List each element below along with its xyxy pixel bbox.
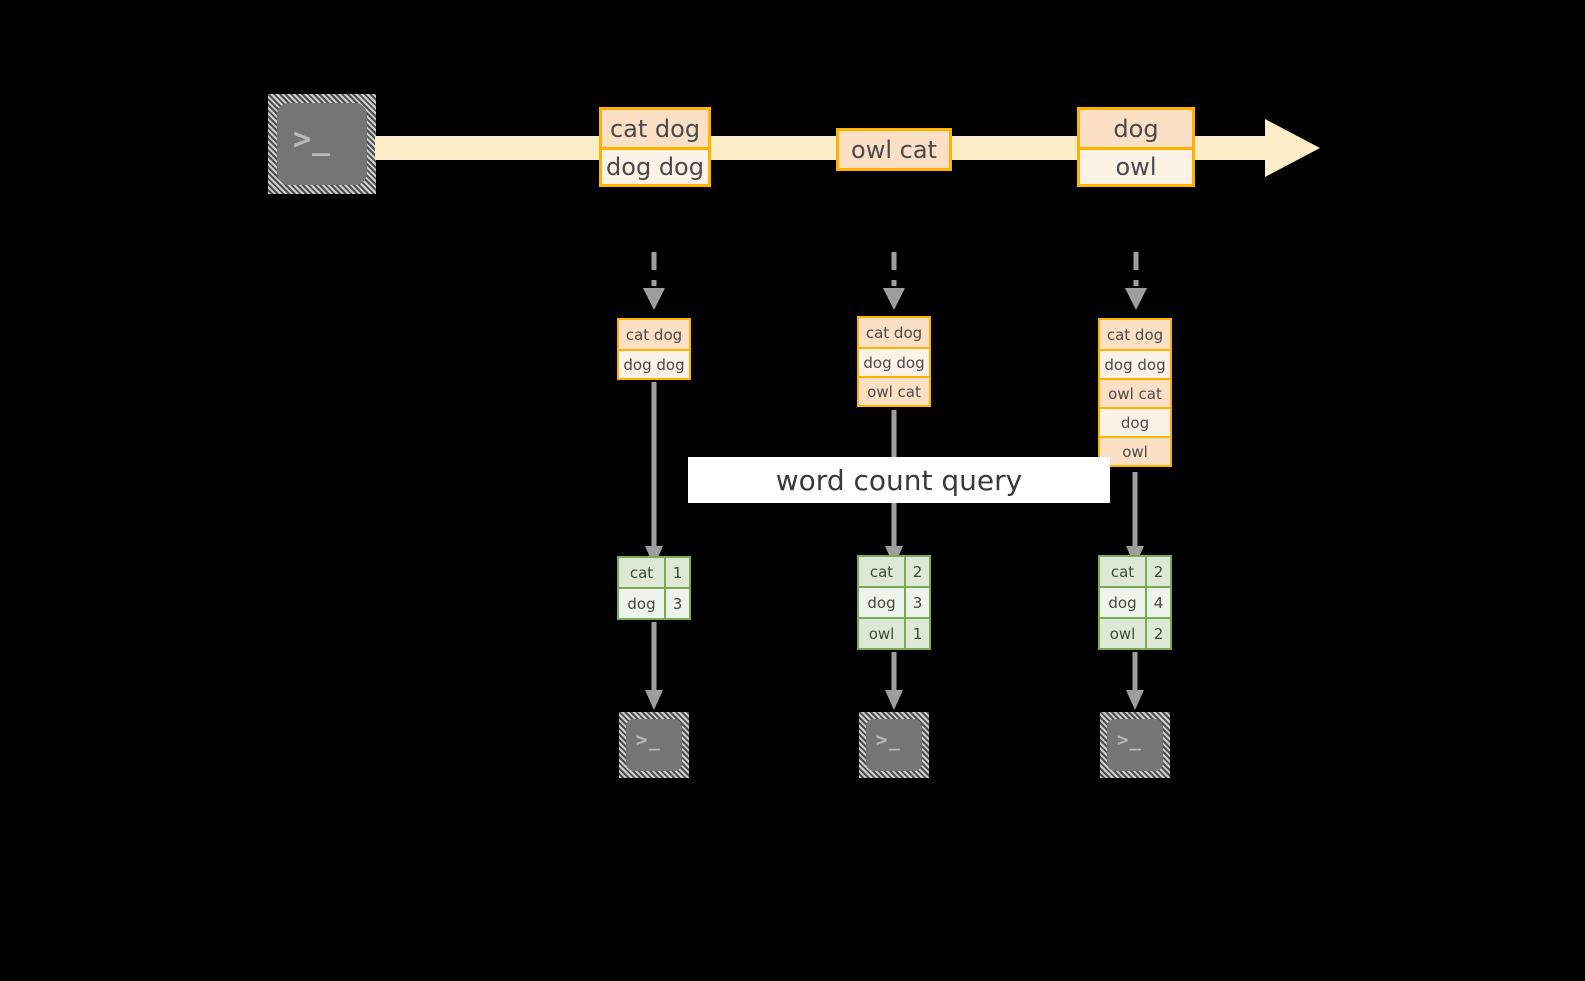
sink-terminal-t2-icon: >_	[859, 712, 929, 778]
result-row: owl 1	[859, 617, 929, 648]
accumulated-row: dog dog	[619, 349, 689, 378]
terminal-prompt-glyph: >_	[876, 729, 901, 751]
result-value: 1	[904, 619, 929, 648]
result-table-t2[interactable]: cat 2 dog 3 owl 1	[857, 555, 931, 650]
source-terminal-icon: >_	[268, 94, 376, 194]
sink-arrow-t1-icon	[645, 622, 663, 710]
result-key: owl	[1100, 619, 1145, 648]
stream-record-batch-2[interactable]: owl cat	[836, 128, 952, 171]
accumulated-row: cat dog	[1100, 320, 1170, 349]
accumulated-row: cat dog	[859, 318, 929, 347]
terminal-body: >_	[626, 719, 682, 771]
query-arrow-t3-icon	[1126, 472, 1144, 566]
result-key: cat	[619, 558, 664, 587]
result-row: dog 3	[859, 586, 929, 617]
stream-record-row: owl cat	[839, 131, 949, 168]
result-table-t3[interactable]: cat 2 dog 4 owl 2	[1098, 555, 1172, 650]
terminal-body: >_	[866, 719, 922, 771]
accumulated-stack-t2[interactable]: cat dog dog dog owl cat	[857, 316, 931, 407]
dashed-down-arrow-t2-icon	[883, 252, 905, 310]
result-value: 3	[904, 588, 929, 617]
accumulated-stack-t3[interactable]: cat dog dog dog owl cat dog owl	[1098, 318, 1172, 467]
accumulated-row: dog dog	[859, 347, 929, 376]
sink-arrow-t2-icon	[885, 652, 903, 710]
stream-record-row: owl	[1080, 147, 1192, 184]
result-key: dog	[1100, 588, 1145, 617]
accumulated-stack-t1[interactable]: cat dog dog dog	[617, 318, 691, 380]
terminal-body: >_	[277, 103, 367, 185]
query-label: word count query	[775, 463, 1023, 497]
accumulated-row: dog dog	[1100, 349, 1170, 378]
result-row: dog 3	[619, 587, 689, 618]
query-arrow-t1-icon	[645, 382, 663, 566]
result-value: 2	[904, 557, 929, 586]
terminal-prompt-glyph: >_	[293, 122, 332, 157]
result-table-t1[interactable]: cat 1 dog 3	[617, 556, 691, 620]
query-band: word count query	[688, 457, 1110, 503]
result-key: cat	[1100, 557, 1145, 586]
stream-record-row: cat dog	[602, 110, 708, 147]
stream-record-batch-1[interactable]: cat dog dog dog	[599, 107, 711, 187]
stream-record-row: dog dog	[602, 147, 708, 184]
accumulated-row: owl cat	[859, 376, 929, 405]
dashed-down-arrow-t3-icon	[1125, 252, 1147, 310]
terminal-body: >_	[1107, 719, 1163, 771]
terminal-prompt-glyph: >_	[1117, 729, 1142, 751]
terminal-prompt-glyph: >_	[636, 729, 661, 751]
result-value: 2	[1145, 557, 1170, 586]
result-row: cat 2	[1100, 557, 1170, 586]
result-row: cat 1	[619, 558, 689, 587]
result-value: 4	[1145, 588, 1170, 617]
result-value: 1	[664, 558, 689, 587]
accumulated-row: owl cat	[1100, 378, 1170, 407]
sink-terminal-t3-icon: >_	[1100, 712, 1170, 778]
accumulated-row: cat dog	[619, 320, 689, 349]
accumulated-row: owl	[1100, 436, 1170, 465]
result-key: cat	[859, 557, 904, 586]
accumulated-row: dog	[1100, 407, 1170, 436]
result-value: 2	[1145, 619, 1170, 648]
stream-record-row: dog	[1080, 110, 1192, 147]
result-key: owl	[859, 619, 904, 648]
result-key: dog	[619, 589, 664, 618]
result-key: dog	[859, 588, 904, 617]
dashed-down-arrow-t1-icon	[643, 252, 665, 310]
sink-terminal-t1-icon: >_	[619, 712, 689, 778]
result-row: cat 2	[859, 557, 929, 586]
result-row: dog 4	[1100, 586, 1170, 617]
sink-arrow-t3-icon	[1126, 652, 1144, 710]
result-row: owl 2	[1100, 617, 1170, 648]
result-value: 3	[664, 589, 689, 618]
stream-record-batch-3[interactable]: dog owl	[1077, 107, 1195, 187]
